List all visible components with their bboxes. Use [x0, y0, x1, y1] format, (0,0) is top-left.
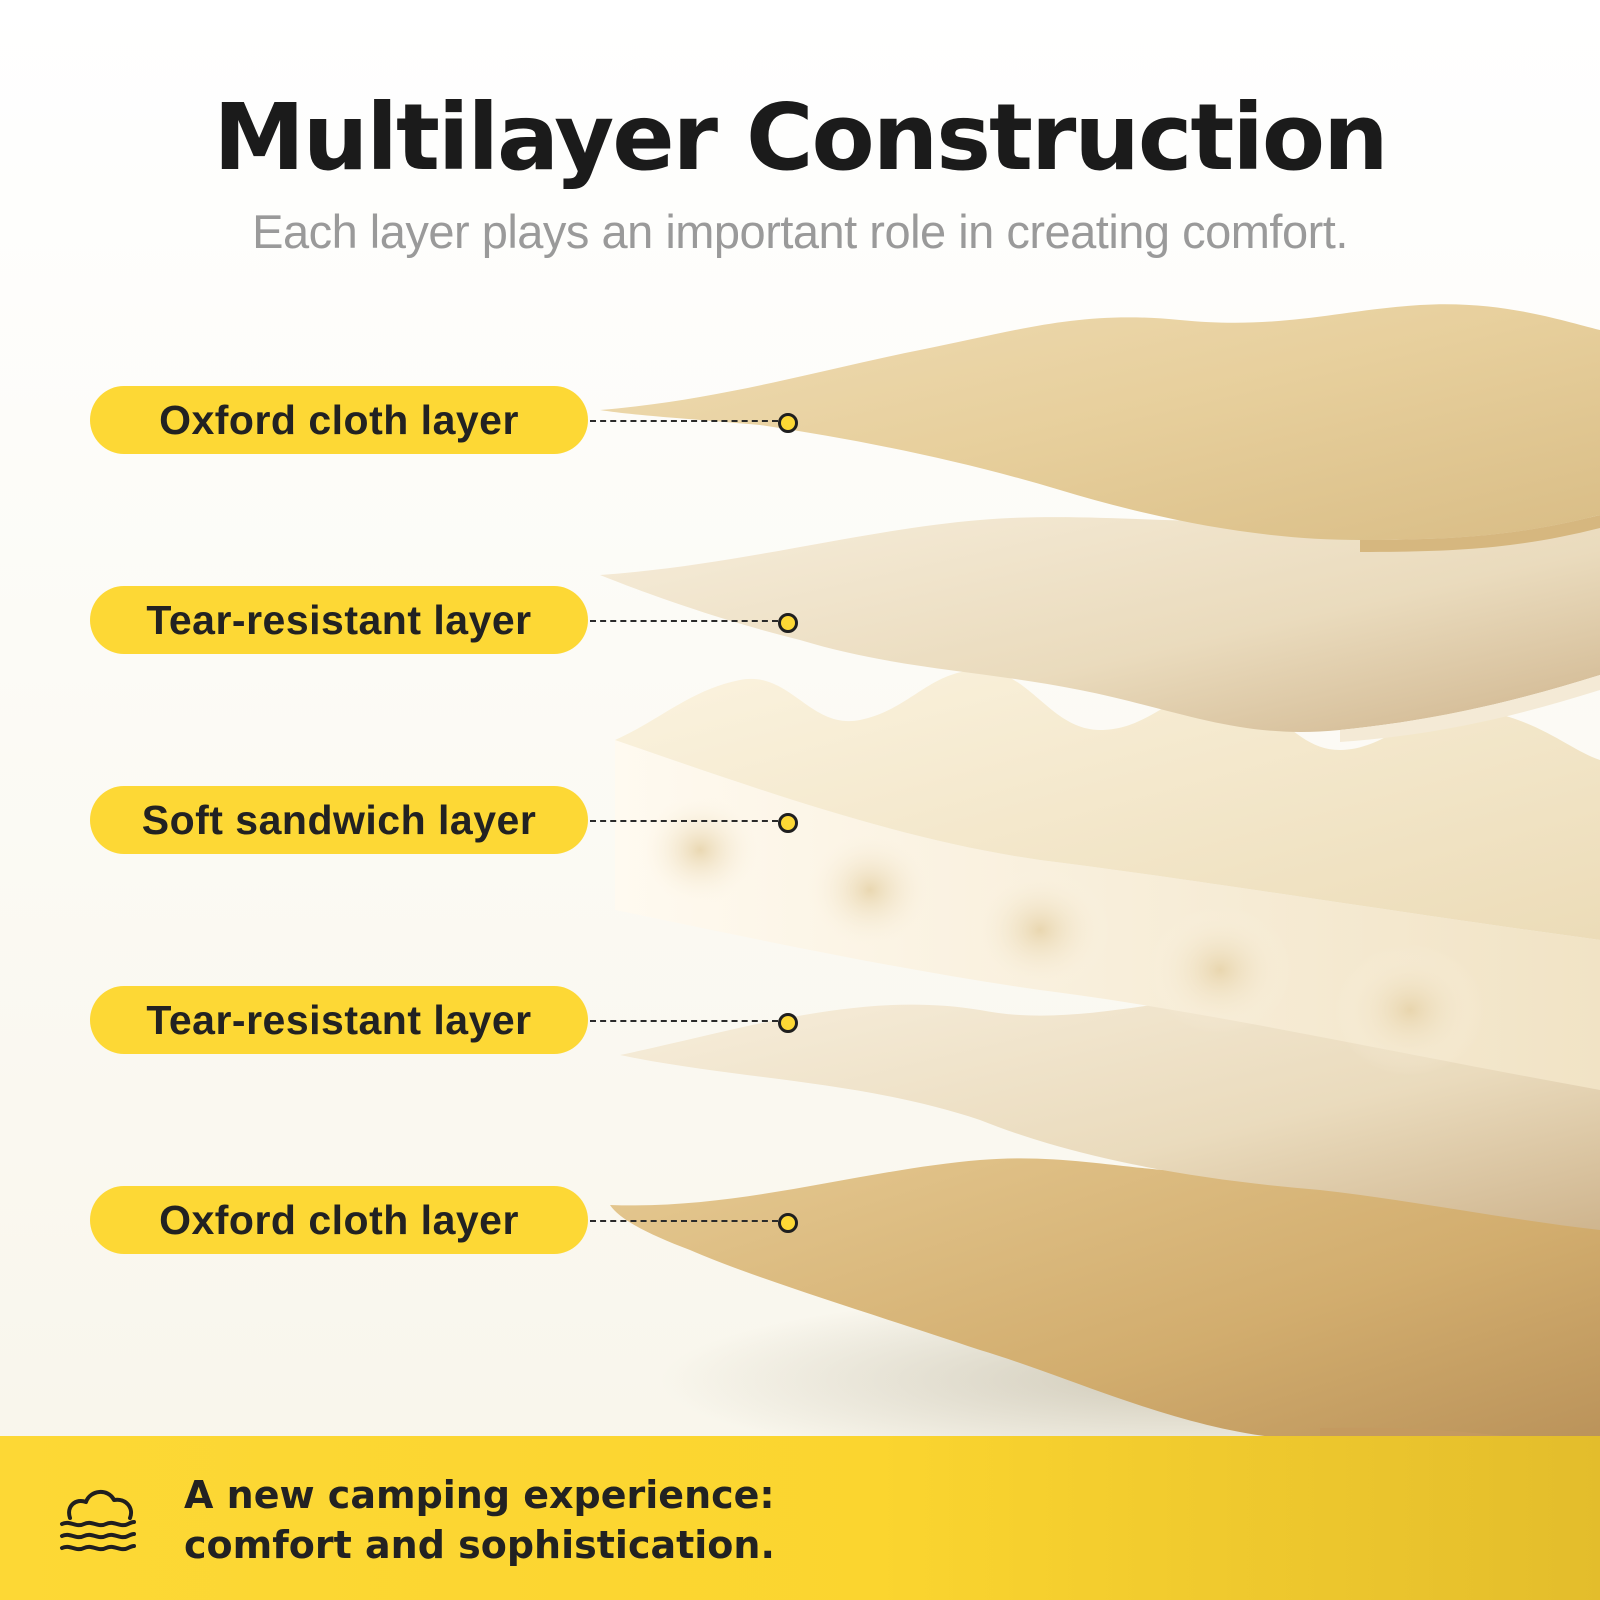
layer-label-soft-sandwich: Soft sandwich layer: [90, 786, 588, 854]
layer-label-tear-upper: Tear-resistant layer: [90, 586, 588, 654]
footer-line-2: comfort and sophistication.: [184, 1523, 775, 1567]
connector-dot: [778, 413, 798, 433]
layer-label-oxford-bottom: Oxford cloth layer: [90, 1186, 588, 1254]
layers-illustration: [600, 304, 1600, 1470]
footer-banner: A new camping experience: comfort and so…: [0, 1436, 1600, 1600]
footer-tagline: A new camping experience: comfort and so…: [184, 1470, 775, 1570]
upper-tear-layer: [600, 504, 1600, 732]
connector-dot: [778, 613, 798, 633]
connector-dot: [778, 1213, 798, 1233]
connector-line: [590, 620, 778, 622]
connector-line: [590, 420, 778, 422]
connector-dot: [778, 813, 798, 833]
bottom-oxford-layer: [610, 1147, 1600, 1465]
page-subtitle: Each layer plays an important role in cr…: [252, 205, 1348, 258]
layer-label-tear-lower: Tear-resistant layer: [90, 986, 588, 1054]
page-title: Multilayer Construction: [213, 84, 1388, 191]
sandwich-layer-top: [615, 670, 1600, 940]
connector-line: [590, 820, 778, 822]
connector-line: [590, 1020, 778, 1022]
layer-label-oxford-top: Oxford cloth layer: [90, 386, 588, 454]
header: Multilayer Construction Each layer plays…: [0, 0, 1600, 280]
connector-dot: [778, 1013, 798, 1033]
connector-line: [590, 1220, 778, 1222]
footer-line-1: A new camping experience:: [184, 1473, 775, 1517]
cloud-comfort-icon: [60, 1490, 136, 1552]
top-oxford-layer: [600, 304, 1600, 540]
